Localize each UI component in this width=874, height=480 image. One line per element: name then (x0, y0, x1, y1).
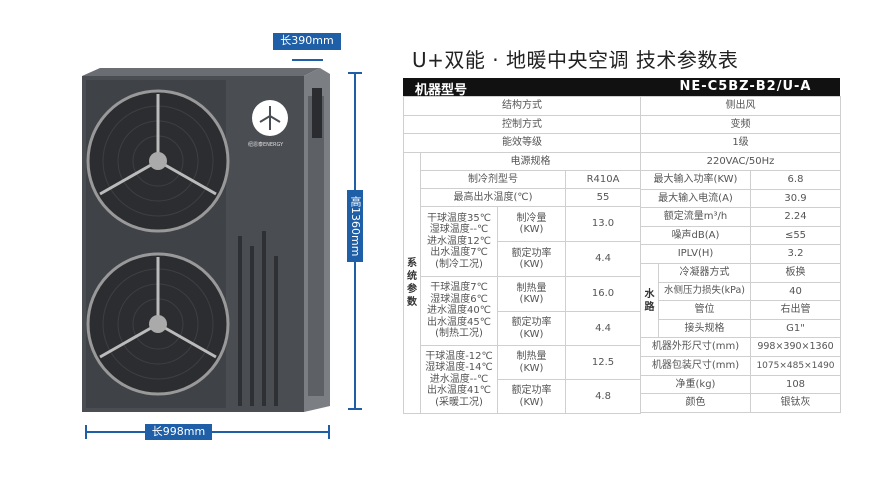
row-label: 管位 (658, 300, 751, 320)
product-image: 纽恩泰ENERGY (80, 66, 332, 414)
row-label: 冷凝器方式 (658, 262, 751, 283)
model-label: 机器型号 (415, 83, 468, 98)
row-value: R410A (564, 170, 642, 189)
row-value: 13.0 (564, 206, 642, 242)
condition-cooling: 干球温度35℃ 湿球温度--℃ 进水温度12℃ 出水温度7℃ (制冷工况) (420, 206, 498, 277)
row-value: 55 (564, 188, 642, 207)
row-value: 变频 (640, 115, 841, 134)
row-label: 额定功率 (KW) (497, 241, 566, 277)
right-spec-table: 220VAC/50Hz 最大输入功率(KW)6.8 最大输入电流(A)30.9 … (640, 152, 841, 413)
row-value: 右出管 (750, 300, 841, 320)
logo-text: 纽恩泰ENERGY (248, 142, 284, 148)
row-label: 机器外形尺寸(mm) (640, 337, 751, 357)
system-label-text: 系统参数 (407, 258, 417, 308)
row-label: 控制方式 (403, 115, 641, 134)
row-value: G1" (750, 318, 841, 339)
row-value: 2.24 (750, 207, 841, 227)
row-value: 30.9 (750, 188, 841, 209)
row-label: 制冷剂型号 (420, 170, 566, 189)
system-label: 系统参数 (403, 152, 421, 414)
height-tick-top (348, 72, 362, 74)
condition-floor-heating: 干球温度-12℃ 湿球温度-14℃ 进水温度--℃ 出水温度41℃ (采暖工况) (420, 345, 498, 414)
height-label-text: 高1360mm (349, 195, 362, 257)
water-label-text: 水路 (644, 288, 655, 313)
table-row: 结构方式侧出风 (403, 96, 841, 116)
fan-top (86, 89, 230, 233)
model-header: 机器型号 NE-C5BZ-B2/U-A (403, 78, 840, 98)
row-value: 16.0 (564, 276, 642, 312)
row-label: 制热量 (KW) (497, 345, 566, 380)
row-value: 12.5 (564, 345, 642, 380)
row-label: 接头规格 (658, 318, 751, 339)
condition-heating: 干球温度7℃ 湿球温度6℃ 进水温度40℃ 出水温度45℃ (制热工况) (420, 276, 498, 346)
row-label: 额定功率 (KW) (497, 379, 566, 414)
width-tick-right (328, 425, 330, 439)
row-value: 4.4 (564, 241, 642, 277)
row-label: 制冷量 (KW) (497, 206, 566, 242)
height-label: 高1360mm (347, 190, 363, 262)
row-value: 1075×485×1490 (750, 355, 841, 376)
row-label: 机器包装尺寸(mm) (640, 355, 751, 376)
row-label: 净重(kg) (640, 374, 751, 395)
row-label: IPLV(H) (640, 244, 751, 264)
row-value: 银钛灰 (750, 393, 841, 413)
row-label: 能效等级 (403, 133, 641, 153)
row-value: 108 (750, 374, 841, 395)
page-title: U+双能 · 地暖中央空调 技术参数表 (412, 48, 739, 72)
row-label: 制热量 (KW) (497, 276, 566, 312)
row-label: 颜色 (640, 393, 751, 413)
row-value: 侧出风 (640, 96, 841, 116)
table-row: 控制方式变频 (403, 115, 841, 134)
model-value: NE-C5BZ-B2/U-A (679, 79, 812, 94)
height-tick-bottom (348, 408, 362, 410)
row-value: 3.2 (750, 244, 841, 264)
row-label: 额定流量m³/h (640, 207, 751, 227)
width-tick-left (85, 425, 87, 439)
row-value: 40 (750, 281, 841, 302)
row-label: 最大输入功率(KW) (640, 170, 751, 190)
depth-line (292, 59, 323, 61)
row-label: 噪声dB(A) (640, 225, 751, 246)
row-value: 4.4 (564, 311, 642, 346)
width-label: 长998mm (145, 424, 212, 440)
row-label: 额定功率 (KW) (497, 311, 566, 346)
row-label: 最大输入电流(A) (640, 188, 751, 209)
depth-label: 长390mm (273, 33, 341, 50)
water-label: 水路 (640, 262, 659, 339)
row-label: 电源规格 (419, 152, 642, 171)
row-value: 4.8 (564, 379, 642, 414)
row-label: 结构方式 (403, 96, 641, 116)
row-value: 998×390×1360 (750, 337, 841, 357)
fan-bottom (86, 252, 230, 396)
row-label: 水侧压力损失(kPa) (658, 281, 751, 302)
row-value: 6.8 (750, 170, 841, 190)
row-label: 最高出水温度(℃) (420, 188, 566, 207)
row-value: 1级 (640, 133, 841, 153)
row-value: ≤55 (750, 225, 841, 246)
row-value: 板换 (750, 262, 841, 283)
row-value: 220VAC/50Hz (640, 152, 841, 171)
